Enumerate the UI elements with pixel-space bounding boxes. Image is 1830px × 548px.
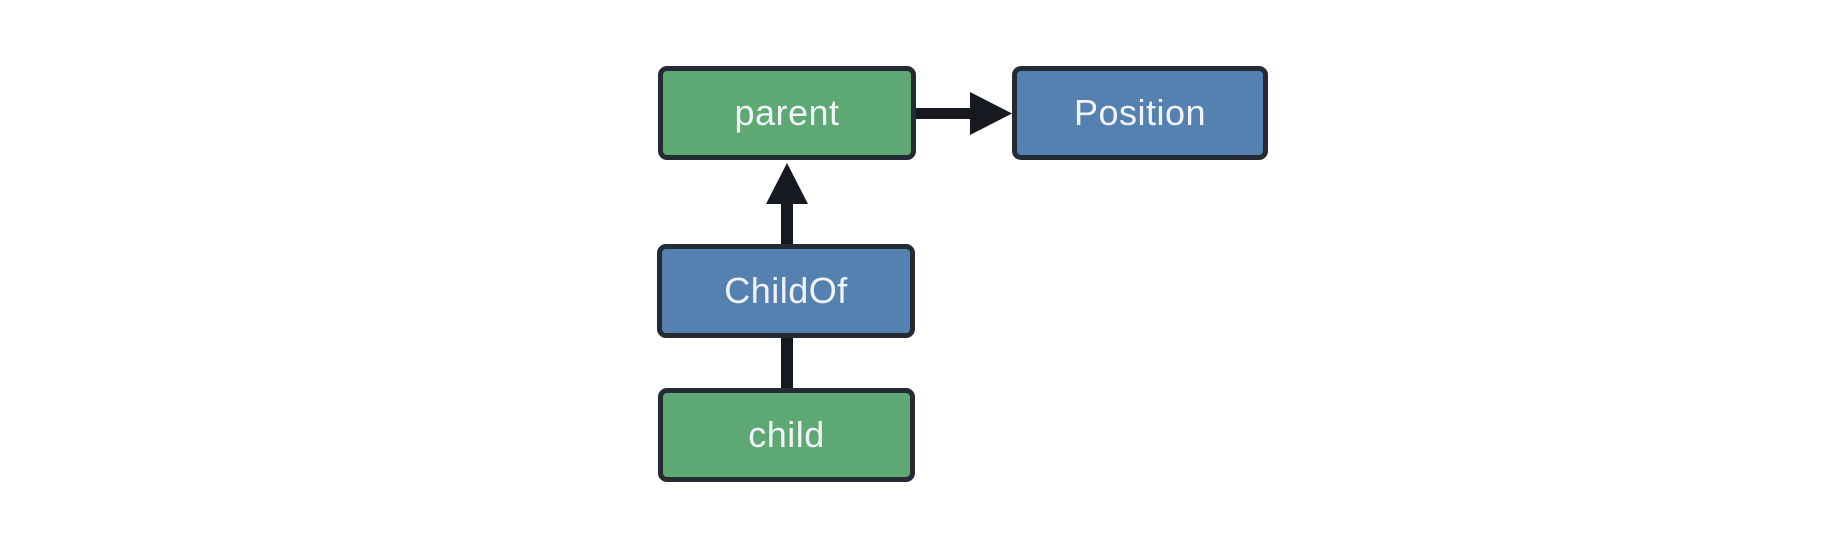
node-child-label: child bbox=[748, 414, 825, 455]
node-parent: parent bbox=[658, 66, 916, 160]
edge-childof-to-parent bbox=[766, 163, 808, 246]
node-position-label: Position bbox=[1073, 92, 1207, 133]
edge-parent-to-position bbox=[914, 92, 1012, 135]
edge-child-to-childof bbox=[781, 336, 793, 390]
node-childof: ChildOf bbox=[657, 244, 915, 338]
node-position: Position bbox=[1012, 66, 1268, 160]
node-childof-label: ChildOf bbox=[724, 270, 848, 311]
node-parent-label: parent bbox=[734, 92, 840, 133]
node-child: child bbox=[658, 388, 915, 482]
